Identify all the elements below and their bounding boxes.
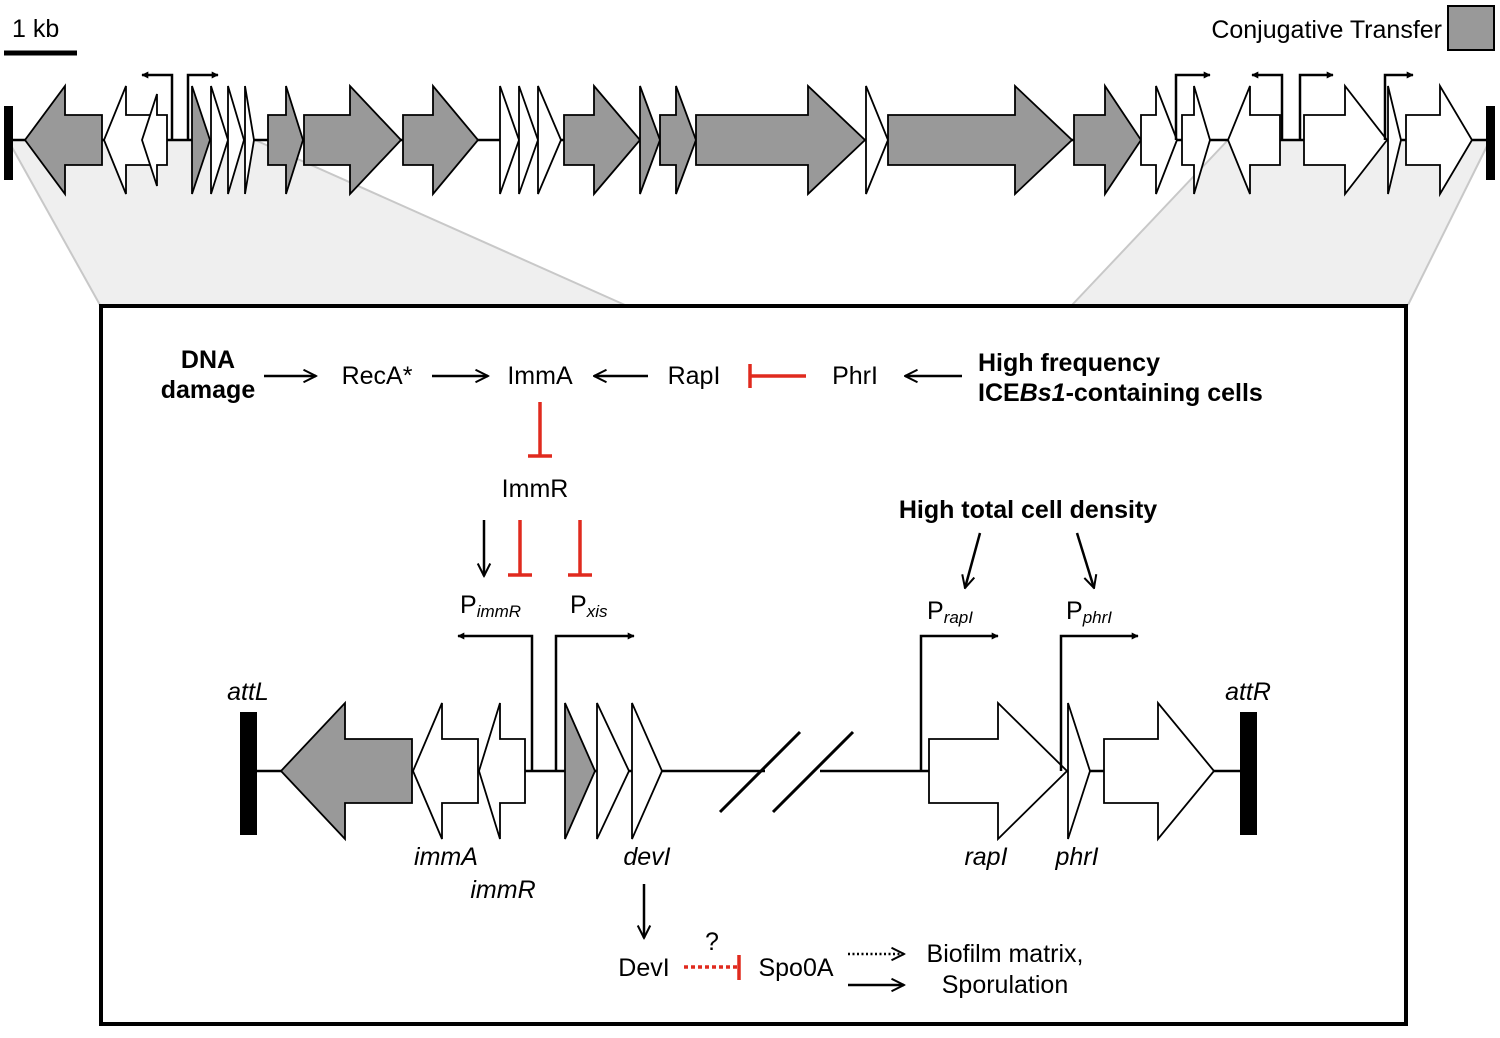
imma-gene-label: immA [414,843,478,871]
legend-label: Conjugative Transfer [1211,16,1442,44]
top-promoter-1 [141,71,174,140]
repression-immr-pxis [568,520,592,577]
top-promoter-3 [1174,71,1211,140]
pphri-label: PphrI [1066,597,1112,627]
top-gene-01 [23,83,103,197]
top-gene-20 [1073,83,1143,197]
top-map-right-end [1486,106,1495,180]
repression-imma-immr [528,402,552,458]
high-freq-label-2: ICEBs1-containing cells [978,379,1263,407]
top-gene-21 [1140,85,1178,195]
top-gene-11 [499,85,520,195]
top-gene-16 [659,85,697,195]
top-gene-10 [402,83,480,197]
top-gene-15 [639,85,661,195]
top-promoter-2 [186,71,219,140]
legend-swatch [1447,5,1495,51]
pimmr-label: PimmR [460,591,521,621]
zoom-wedge-right [1072,140,1490,305]
top-gene-14 [563,83,642,197]
top-gene-19 [887,83,1074,197]
top-gene-24 [1303,83,1389,197]
zoom-gene-devi [631,702,663,840]
question-label: ? [705,928,719,956]
zoom-wedge-left [8,140,625,305]
arrow-density-to-pphri [1075,532,1094,588]
high-freq-label-1: High frequency [978,349,1160,377]
zoom-panel [99,304,1408,1026]
outcome-label-1: Biofilm matrix, [927,940,1084,968]
top-gene-05 [210,85,229,195]
zoom-gene-white-1 [596,702,630,840]
pimmr-arrow [457,632,534,771]
scale-bar-label: 1 kb [12,15,59,43]
top-gene-23 [1227,85,1281,195]
dna-damage-label-2: damage [161,376,256,404]
top-promoter-4 [1251,71,1284,140]
zoom-gene-imma [412,702,479,840]
break-mark-2 [771,730,855,814]
high-density-label: High total cell density [899,496,1157,524]
top-map-genes [23,82,1474,198]
phri-label: PhrI [832,362,878,390]
top-promoter-6 [1383,71,1414,140]
attr-label: attR [1225,678,1271,706]
arrow-density-to-prapi [965,532,982,588]
rapi-gene-label: rapI [964,843,1007,871]
top-gene-22 [1181,85,1211,195]
repression-devi-spo0a [684,955,741,980]
top-gene-08 [267,85,304,195]
prapi-arrow [919,632,999,771]
zoom-wedge-left-edge-a [7,139,101,306]
pxis-label: Pxis [570,591,608,621]
top-gene-26 [1405,82,1474,198]
zoom-gene-phri [1067,702,1091,840]
top-map-left-end [4,106,13,180]
attr-end [1240,712,1257,835]
zoom-wedge-left-edge-b [254,139,626,306]
zoom-gene-right [1103,700,1216,842]
attl-label: attL [227,678,269,706]
top-gene-25 [1387,85,1402,195]
zoom-gene-gray-left [279,700,413,842]
top-map-promoters [141,71,1414,140]
reca-label: RecA* [342,362,413,390]
top-gene-17 [695,83,867,197]
top-gene-12 [518,85,539,195]
top-gene-18 [865,85,889,195]
phri-gene-label: phrI [1054,843,1098,871]
repression-phri-rapi [748,364,806,388]
top-gene-04 [191,85,211,195]
pphri-arrow [1059,632,1139,771]
top-gene-02 [103,85,153,195]
outcome-label-2: Sporulation [942,971,1068,999]
immr-label: ImmR [502,475,569,503]
top-gene-07 [244,85,255,195]
dna-damage-label-1: DNA [181,346,235,374]
spo0a-label: Spo0A [758,954,833,982]
zoom-gene-rapi [928,700,1069,842]
prapi-label: PrapI [927,597,973,627]
imma-label: ImmA [507,362,573,390]
devi-gene-label: devI [623,843,670,871]
break-mark-1 [718,730,802,814]
top-gene-03 [141,93,168,187]
devi-protein-label: DevI [618,954,669,982]
rapi-label: RapI [668,362,721,390]
zoom-gene-immr [478,702,526,840]
repression-immr-pimmr [508,520,532,577]
attl-end [240,712,257,835]
top-gene-06 [227,85,245,195]
top-promoter-5 [1298,71,1334,140]
pxis-arrow [554,632,635,771]
immr-gene-label: immR [470,876,535,904]
zoom-wedge-right-edge-b [1407,139,1491,306]
top-gene-13 [537,85,562,195]
top-gene-09 [303,83,403,197]
zoom-gene-gray-small [564,702,596,840]
